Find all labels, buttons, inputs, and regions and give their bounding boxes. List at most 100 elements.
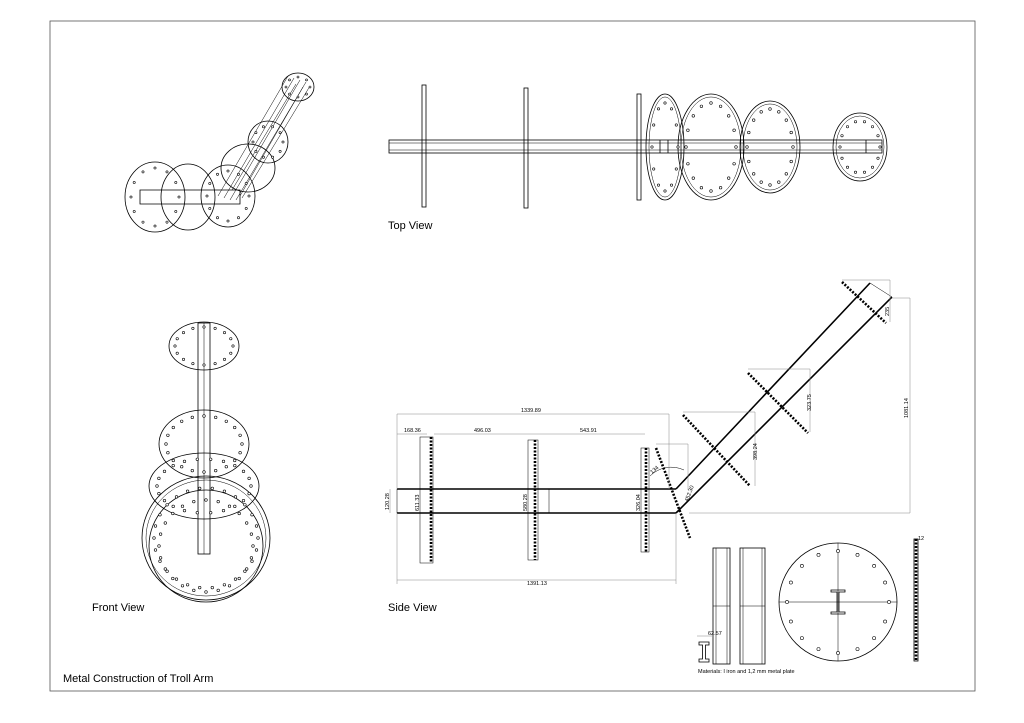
- bolt-hole: [284, 85, 288, 89]
- bolt-hole: [845, 125, 849, 129]
- bolt-hole: [171, 504, 175, 509]
- dim-seg3: 543.91: [580, 428, 597, 434]
- bolt-hole: [883, 619, 888, 624]
- bolt-hole: [652, 167, 656, 171]
- bolt-hole: [216, 216, 219, 220]
- bolt-hole: [237, 511, 241, 516]
- bolt-hole: [191, 326, 195, 330]
- bolt-hole: [153, 224, 157, 228]
- bolt-hole: [233, 458, 237, 463]
- bolt-hole: [180, 504, 185, 508]
- bolt-hole: [141, 170, 145, 174]
- bolt-hole: [159, 556, 163, 560]
- bolt-hole: [155, 484, 159, 488]
- bolt-hole: [296, 95, 300, 99]
- bolt-hole: [227, 584, 232, 588]
- bolt-hole: [180, 419, 184, 423]
- bolt-hole: [222, 489, 226, 493]
- materials-note: Materials: I iron and 1,2 mm metal plate: [698, 669, 795, 675]
- bolt-hole: [247, 476, 251, 481]
- bolt-hole: [759, 180, 763, 184]
- bolt-hole: [759, 110, 763, 114]
- bolt-hole: [674, 123, 678, 127]
- bolt-hole: [180, 584, 185, 588]
- bolt-hole: [674, 167, 678, 171]
- bolt-hole: [171, 576, 175, 581]
- bolt-hole: [855, 647, 860, 652]
- drawing-title: Metal Construction of Troll Arm: [63, 673, 213, 685]
- bolt-hole: [195, 457, 199, 461]
- bolt-hole: [221, 459, 226, 464]
- bolt-hole: [157, 544, 161, 548]
- bolt-hole: [209, 511, 213, 515]
- bolt-hole: [166, 451, 170, 455]
- bolt-hole: [153, 524, 158, 528]
- bolt-hole: [202, 325, 206, 329]
- bolt-hole: [210, 486, 214, 491]
- bolt-hole: [213, 362, 217, 366]
- dim-seg1: 168.36: [404, 428, 421, 434]
- bolt-hole: [190, 469, 194, 473]
- bolt-hole: [214, 415, 218, 420]
- bolt-hole: [166, 433, 170, 437]
- dim-plate1: 611.33: [415, 495, 421, 511]
- bolt-hole: [249, 484, 253, 488]
- bolt-hole: [862, 120, 866, 124]
- bolt-hole: [233, 504, 237, 509]
- bolt-hole: [182, 331, 186, 335]
- bolt-hole: [876, 134, 880, 138]
- bolt-hole: [226, 169, 230, 173]
- bolt-hole: [305, 78, 308, 82]
- bolt-hole: [254, 131, 258, 135]
- bolt-hole: [872, 564, 877, 568]
- dim-beam-height: 120.28: [385, 493, 391, 510]
- bolt-hole: [254, 524, 259, 528]
- bolt-hole: [836, 651, 840, 655]
- bolt-hole: [204, 590, 208, 594]
- bolt-hole: [862, 170, 866, 174]
- bolt-hole: [244, 207, 248, 210]
- bolt-hole: [159, 532, 163, 536]
- bolt-hole: [734, 145, 738, 149]
- bolt-hole: [223, 331, 227, 335]
- bolt-hole: [241, 469, 246, 474]
- bolt-hole: [784, 172, 788, 176]
- bolt-hole: [789, 580, 793, 585]
- bolt-hole: [226, 219, 230, 223]
- bolt-hole: [213, 326, 217, 330]
- bolt-hole: [214, 469, 218, 473]
- bolt-hole: [876, 156, 880, 160]
- bolt-hole: [158, 559, 162, 563]
- bolt-hole: [271, 155, 275, 159]
- bolt-hole: [254, 149, 258, 153]
- bolt-hole: [222, 583, 226, 587]
- bolt-hole: [208, 207, 212, 210]
- bolt-hole: [233, 464, 237, 468]
- bolt-hole: [243, 503, 247, 507]
- bolt-hole: [281, 140, 285, 144]
- bolt-hole: [669, 107, 673, 111]
- bolt-hole: [191, 362, 195, 366]
- bolt-hole: [732, 128, 736, 132]
- bolt-hole: [182, 459, 187, 464]
- bolt-hole: [174, 495, 179, 499]
- bolt-hole: [872, 636, 877, 641]
- bolt-hole: [195, 511, 199, 515]
- bolt-hole: [171, 464, 175, 468]
- bolt-hole: [175, 337, 179, 341]
- bolt-hole: [777, 180, 781, 184]
- bolt-hole: [210, 585, 214, 590]
- front-view-label: Front View: [92, 602, 144, 614]
- bolt-hole: [718, 186, 723, 190]
- bolt-hole: [676, 145, 680, 149]
- bolt-hole: [691, 114, 695, 118]
- bolt-hole: [785, 600, 789, 604]
- bolt-hole: [699, 104, 704, 108]
- bolt-hole: [163, 567, 167, 571]
- bolt-hole: [173, 344, 177, 348]
- bolt-hole: [853, 170, 857, 174]
- bolt-hole: [224, 419, 228, 423]
- bolt-hole: [727, 176, 731, 180]
- bolt-hole: [745, 145, 749, 149]
- bolt-hole: [244, 182, 248, 185]
